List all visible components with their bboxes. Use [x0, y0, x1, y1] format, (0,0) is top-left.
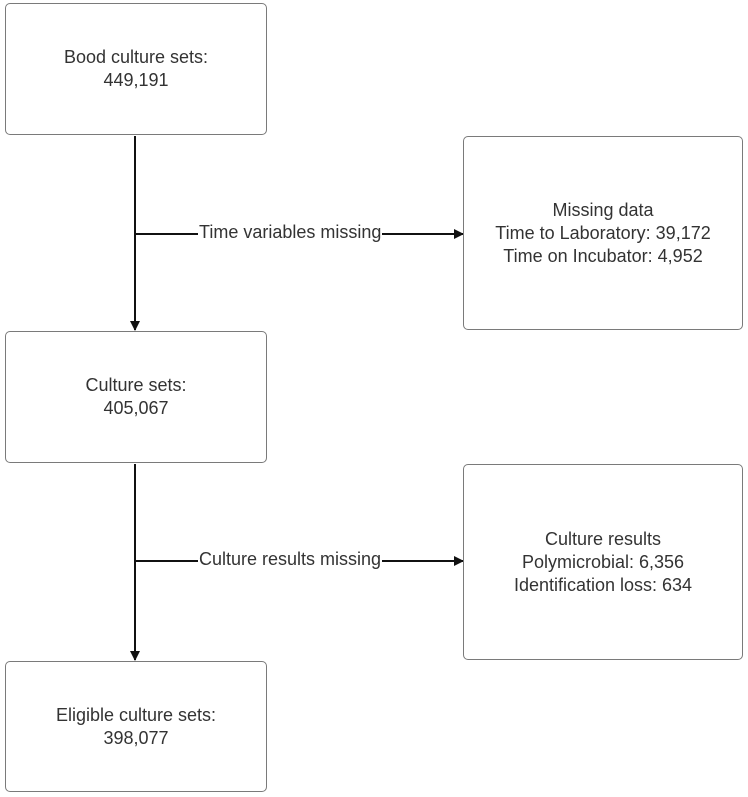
missing-data-title: Missing data: [552, 199, 654, 220]
culture-sets-label: Culture sets:: [85, 375, 187, 395]
missing-data-box: Missing data Time to Laboratory: 39,172 …: [463, 136, 743, 330]
culture-sets-box: Culture sets: 405,067: [5, 331, 267, 463]
blood-culture-sets-label: Bood culture sets:: [63, 47, 209, 67]
culture-results-box: Culture results Polymicrobial: 6,356 Ide…: [463, 464, 743, 660]
time-on-incubator-count: Time on Incubator: 4,952: [503, 245, 703, 266]
culture-results-missing-label: Culture results missing: [198, 548, 383, 570]
culture-sets-count: 405,067: [103, 398, 169, 418]
blood-culture-sets-box: Bood culture sets: 449,191: [5, 3, 267, 135]
culture-results-title: Culture results: [544, 528, 662, 549]
identification-loss-count: Identification loss: 634: [513, 574, 693, 595]
eligible-culture-sets-count: 398,077: [103, 727, 169, 748]
blood-culture-sets-count: 449,191: [103, 70, 169, 90]
time-to-laboratory-count: Time to Laboratory: 39,172: [495, 222, 711, 243]
eligible-culture-sets-label: Eligible culture sets:: [55, 704, 217, 725]
time-variables-missing-label: Time variables missing: [198, 221, 383, 243]
eligible-culture-sets-box: Eligible culture sets: 398,077: [5, 661, 267, 792]
polymicrobial-count: Polymicrobial: 6,356: [521, 551, 685, 572]
